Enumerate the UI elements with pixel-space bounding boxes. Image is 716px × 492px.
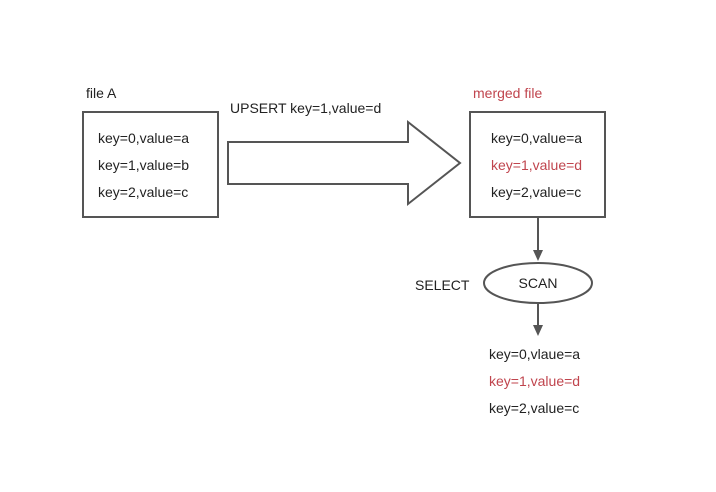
file-a-row: key=2,value=c: [98, 184, 189, 200]
result-row: key=2,value=c: [489, 400, 580, 416]
merged-to-scan-arrowhead: [533, 250, 543, 261]
file-a-row: key=1,value=b: [98, 157, 190, 173]
file-a-row: key=0,value=a: [98, 130, 190, 146]
upsert-arrow: [227, 119, 462, 207]
merged-file-row: key=0,value=a: [491, 130, 583, 146]
file-a-title: file A: [86, 85, 117, 101]
upsert-label: UPSERT key=1,value=d: [230, 100, 382, 116]
merged-file-title: merged file: [473, 85, 543, 101]
merged-file-box: key=0,value=a key=1,value=d key=2,value=…: [469, 111, 606, 218]
scan-node-label: SCAN: [518, 275, 558, 291]
merged-file-row: key=2,value=c: [491, 184, 582, 200]
file-a-box: key=0,value=a key=1,value=b key=2,value=…: [82, 111, 219, 218]
result-row: key=0,vlaue=a: [489, 346, 581, 362]
merged-file-row-updated: key=1,value=d: [491, 157, 583, 173]
select-label: SELECT: [415, 277, 470, 293]
scan-to-result-arrowhead: [533, 325, 543, 336]
result-row-updated: key=1,value=d: [489, 373, 581, 389]
